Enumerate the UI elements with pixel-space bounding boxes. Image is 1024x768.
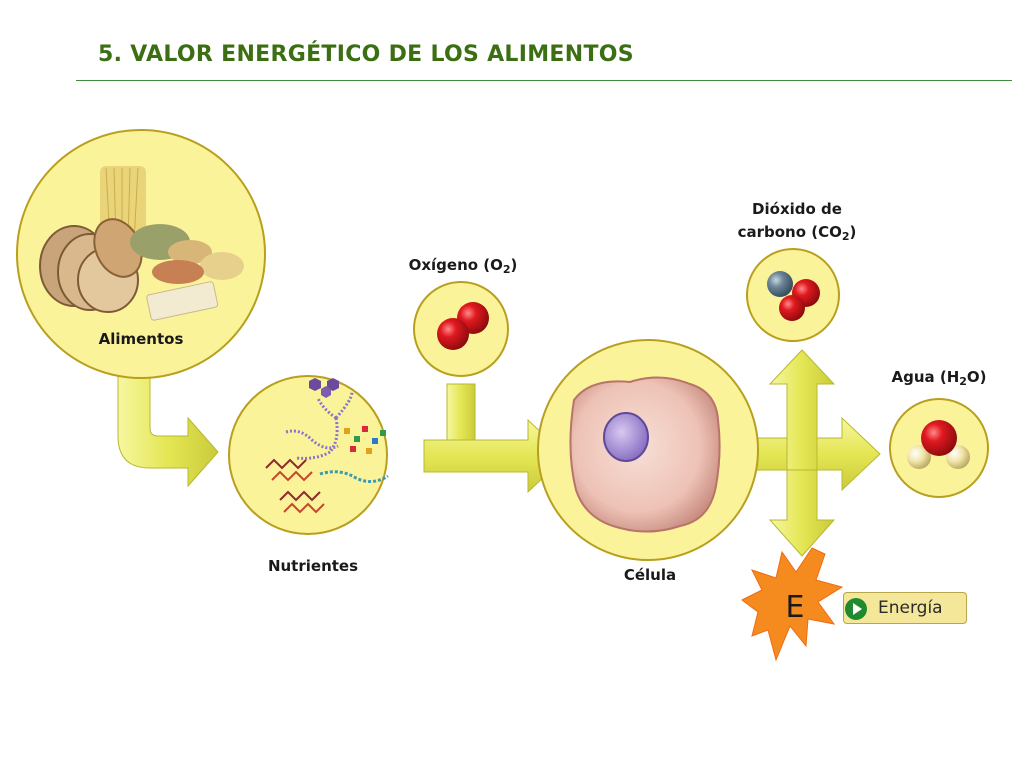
title-divider (76, 80, 1012, 81)
play-icon (845, 598, 867, 620)
oxygen-molecule-icon (437, 302, 489, 350)
energy-symbol: E (785, 590, 805, 625)
label-oxigeno: Oxígeno (O2) (408, 256, 518, 276)
label-celula: Célula (623, 566, 677, 584)
co2-molecule-icon (767, 271, 820, 321)
nutrient-molecules-illustration (265, 378, 389, 514)
alimentos-node (16, 129, 266, 379)
oxigeno-node (413, 281, 509, 377)
energy-star-icon (741, 547, 844, 662)
arrow-celula-to-co2 (768, 349, 836, 471)
nutrientes-node (228, 375, 389, 535)
celula-node (537, 339, 759, 561)
arrow-alimentos-to-nutrientes (117, 371, 219, 488)
arrow-celula-to-energia (768, 469, 836, 557)
label-co2-line1: Dióxido de (752, 200, 842, 218)
label-agua: Agua (H2O) (891, 368, 987, 388)
bread-illustration (39, 218, 143, 313)
label-co2-line2: carbono (CO2) (737, 223, 857, 243)
arrow-oxigeno-to-celula (446, 383, 476, 441)
energia-button[interactable]: Energía (843, 592, 967, 624)
co2-node (746, 248, 840, 342)
energia-button-label: Energía (878, 598, 943, 618)
water-molecule-icon (907, 420, 970, 469)
label-nutrientes: Nutrientes (267, 557, 359, 575)
cereals-illustration (130, 224, 244, 321)
cell-illustration (569, 376, 721, 533)
agua-node (889, 398, 989, 498)
label-alimentos: Alimentos (98, 330, 184, 348)
page-title: 5. VALOR ENERGÉTICO DE LOS ALIMENTOS (98, 42, 634, 67)
